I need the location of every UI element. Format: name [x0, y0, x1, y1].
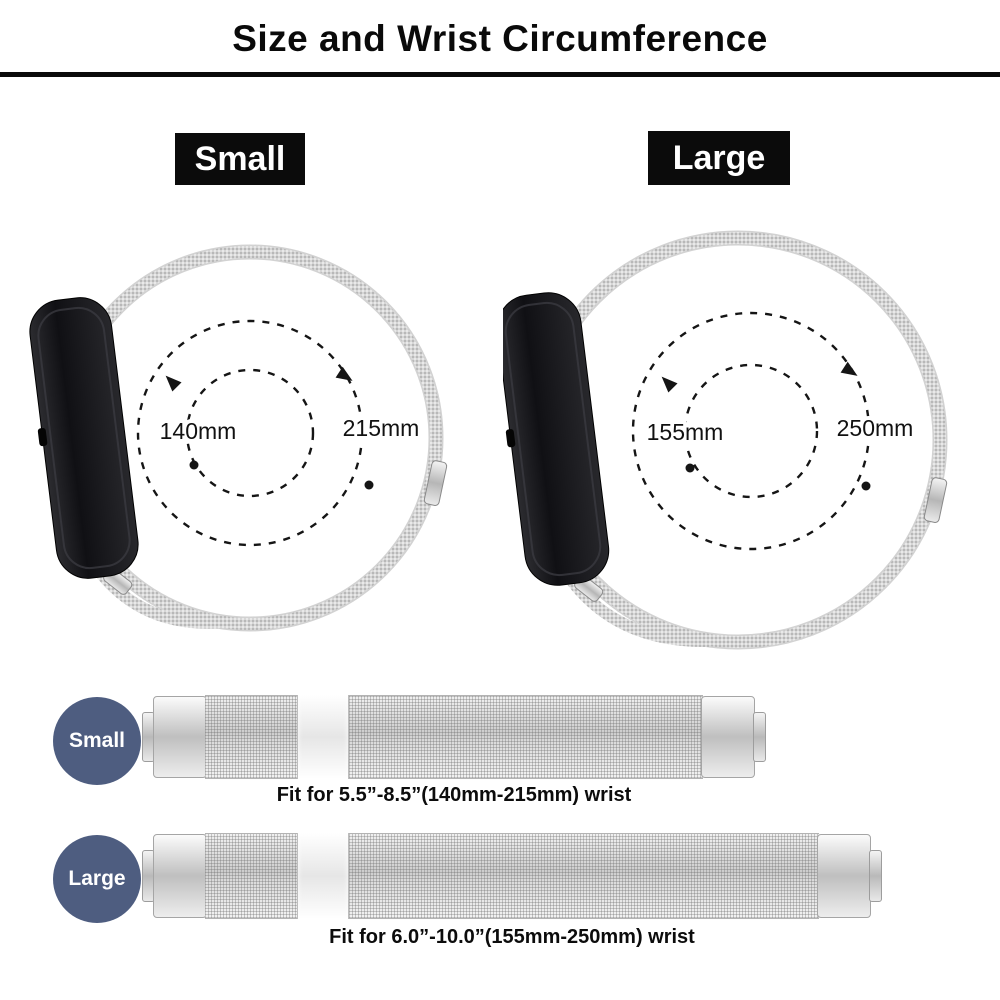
rotation-arrow-icon — [335, 366, 353, 381]
size-badge-large-text: Large — [68, 867, 126, 890]
rotation-arrow-icon — [840, 361, 858, 376]
size-badge-small-text: Small — [68, 729, 126, 752]
band-strip-large — [142, 833, 882, 919]
size-label-large: Large — [648, 131, 790, 185]
max-circumference-label: 215mm — [343, 415, 420, 441]
band-connector-right — [869, 850, 882, 902]
size-label-large-text: Large — [672, 138, 766, 177]
band-connector-right — [753, 712, 766, 762]
size-badge-large: Large — [53, 835, 141, 923]
max-circumference-label: 250mm — [837, 415, 914, 441]
arc-end-dot — [861, 481, 871, 491]
watch-screen-edge — [37, 306, 131, 570]
watch-body — [29, 297, 139, 579]
watch-illustration-large: 155mm 250mm — [503, 230, 948, 650]
watch-side-button — [37, 427, 48, 447]
page-title: Size and Wrist Circumference — [232, 18, 768, 59]
title-underline — [0, 72, 1000, 77]
size-label-small-text: Small — [194, 139, 286, 178]
min-circumference-label: 140mm — [160, 418, 237, 444]
arc-end-dot — [189, 460, 199, 470]
band-magnetic-clasp — [297, 833, 349, 919]
band-endplate-left — [153, 696, 207, 778]
arc-end-dot — [364, 480, 374, 490]
size-badge-small: Small — [53, 697, 141, 785]
arc-end-dot — [685, 463, 695, 473]
dashed-circle-inner — [683, 363, 819, 499]
dashed-circle-outer — [136, 319, 364, 547]
fit-text-large: Fit for 6.0”-10.0”(155mm-250mm) wrist — [329, 926, 695, 948]
watch-side-button — [505, 429, 516, 448]
band-endplate-left — [153, 834, 207, 918]
dashed-circle-inner — [185, 368, 315, 498]
dashed-circle-outer — [631, 311, 871, 551]
band-strip-small — [142, 695, 766, 779]
rotation-arrow-icon — [661, 376, 678, 393]
band-endplate-right — [817, 834, 871, 918]
band-endplate-right — [701, 696, 755, 778]
fit-text-small: Fit for 5.5”-8.5”(140mm-215mm) wrist — [276, 784, 632, 806]
min-circumference-label: 155mm — [647, 419, 724, 445]
watch-body — [503, 292, 610, 586]
rotation-arrow-icon — [165, 375, 182, 392]
band-clasp — [423, 460, 448, 506]
band-clasp — [923, 477, 948, 523]
watch-screen-edge — [504, 301, 602, 577]
band-magnetic-clasp — [297, 695, 349, 779]
watch-illustration-small: 140mm 215mm — [29, 244, 448, 632]
size-label-small: Small — [175, 133, 305, 185]
band-mesh — [205, 695, 703, 779]
